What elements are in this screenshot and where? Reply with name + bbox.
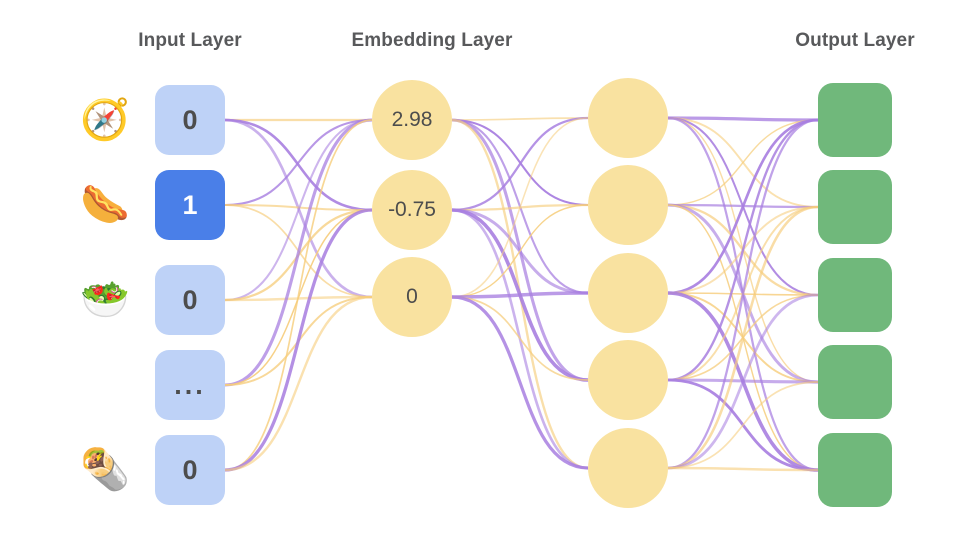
edge: [224, 118, 373, 387]
edge: [667, 119, 819, 206]
edge: [224, 118, 373, 212]
edge: [667, 381, 819, 469]
output-node-2[interactable]: [818, 170, 892, 244]
output-node-4[interactable]: [818, 345, 892, 419]
burrito-icon: 🌯: [80, 448, 130, 492]
output-node-3[interactable]: [818, 258, 892, 332]
green-salad-icon: 🥗: [80, 278, 130, 322]
output-layer-title: Output Layer: [795, 30, 915, 51]
hidden-node-2[interactable]: [588, 165, 668, 245]
output-node-1[interactable]: [818, 83, 892, 157]
edge: [224, 208, 373, 472]
edge: [451, 295, 589, 470]
edge: [667, 118, 819, 470]
embedding-layer-title: Embedding Layer: [351, 30, 513, 51]
edge: [667, 118, 819, 382]
hidden-node-3[interactable]: [588, 253, 668, 333]
edge: [667, 118, 819, 295]
output-node-5[interactable]: [818, 433, 892, 507]
embedding-node-1[interactable]: 2.98: [372, 80, 452, 160]
input-node-3[interactable]: 0: [155, 265, 225, 335]
hidden-node-5[interactable]: [588, 428, 668, 508]
embedding-node-2[interactable]: -0.75: [372, 170, 452, 250]
input-node-2[interactable]: 1: [155, 170, 225, 240]
hidden-node-1[interactable]: [588, 78, 668, 158]
edge: [451, 204, 589, 298]
bowl-of-borscht-icon: 🧭: [80, 98, 130, 142]
edge: [224, 118, 373, 207]
input-node-4[interactable]: ...: [155, 350, 225, 420]
hot-dog-icon: 🌭: [80, 183, 130, 227]
edge: [667, 116, 819, 122]
embedding-node-3[interactable]: 0: [372, 257, 452, 337]
edge: [451, 117, 589, 121]
edge: [667, 466, 819, 472]
edge: [667, 293, 819, 470]
input-node-1[interactable]: 0: [155, 85, 225, 155]
input-node-5[interactable]: 0: [155, 435, 225, 505]
edge: [451, 296, 589, 381]
edge: [451, 116, 589, 212]
edge: [224, 118, 373, 302]
edge: [224, 295, 373, 472]
edge: [224, 119, 373, 471]
input-layer-title: Input Layer: [138, 30, 242, 51]
edge: [451, 117, 589, 298]
edge: [451, 291, 589, 299]
edge: [667, 205, 819, 470]
hidden-node-4[interactable]: [588, 340, 668, 420]
